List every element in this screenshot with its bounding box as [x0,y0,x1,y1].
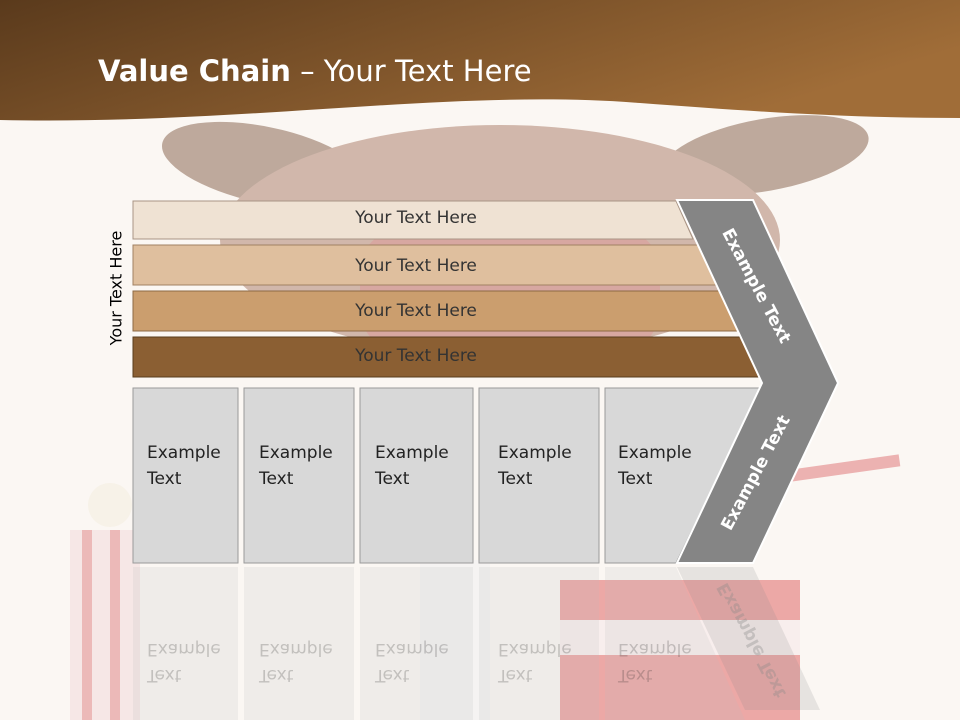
support-band-1-label: Your Text Here [355,208,477,228]
primary-box-2-reflection-line2: Text [259,665,294,685]
primary-box-3-line2: Text [375,469,410,489]
primary-box-5-line1: Example [618,443,692,463]
primary-box-2 [243,387,355,564]
primary-box-1-reflection-label: Text Example [147,636,221,688]
primary-box-1-reflection-line2: Text [147,665,182,685]
primary-box-3 [359,387,474,564]
primary-box-2-reflection-label: Text Example [259,636,333,688]
margin-chevron-reflection [677,567,820,710]
support-band-3-label: Your Text Here [355,301,477,321]
margin-chevron [675,199,840,564]
support-band-2-label: Your Text Here [355,256,477,276]
support-band-1 [132,200,694,240]
primary-box-2-reflection-line1: Example [259,639,333,659]
primary-box-3-line1: Example [375,443,449,463]
vertical-axis-label: Your Text Here [106,230,126,346]
primary-box-5-line2: Text [618,469,653,489]
slide-title: Value Chain – Your Text Here [98,54,532,88]
primary-box-4-line1: Example [498,443,572,463]
primary-box-1-line2: Text [147,469,182,489]
primary-box-5-reflection-line2: Text [618,665,653,685]
primary-box-4-reflection-line1: Example [498,639,572,659]
primary-box-2-line2: Text [259,469,294,489]
primary-box-2-line1: Example [259,443,333,463]
primary-box-1-reflection-line1: Example [147,639,221,659]
primary-box-reflections [133,567,745,720]
primary-box-3-reflection-line2: Text [375,665,410,685]
header-band [0,0,960,121]
support-band-4-label: Your Text Here [355,346,477,366]
primary-box-4-reflection-line2: Text [498,665,533,685]
title-rest: – Your Text Here [290,54,532,88]
primary-box-3-reflection-line1: Example [375,639,449,659]
primary-box-4-reflection-label: Text Example [498,636,572,688]
primary-box-3-reflection-label: Text Example [375,636,449,688]
primary-box-4-line2: Text [498,469,533,489]
title-bold: Value Chain [98,54,291,88]
primary-box-5-reflection-label: Text Example [618,636,692,688]
primary-box-5-reflection-line1: Example [618,639,692,659]
primary-box-4 [478,387,600,564]
primary-box-1-line1: Example [147,443,221,463]
primary-box-1 [132,387,239,564]
